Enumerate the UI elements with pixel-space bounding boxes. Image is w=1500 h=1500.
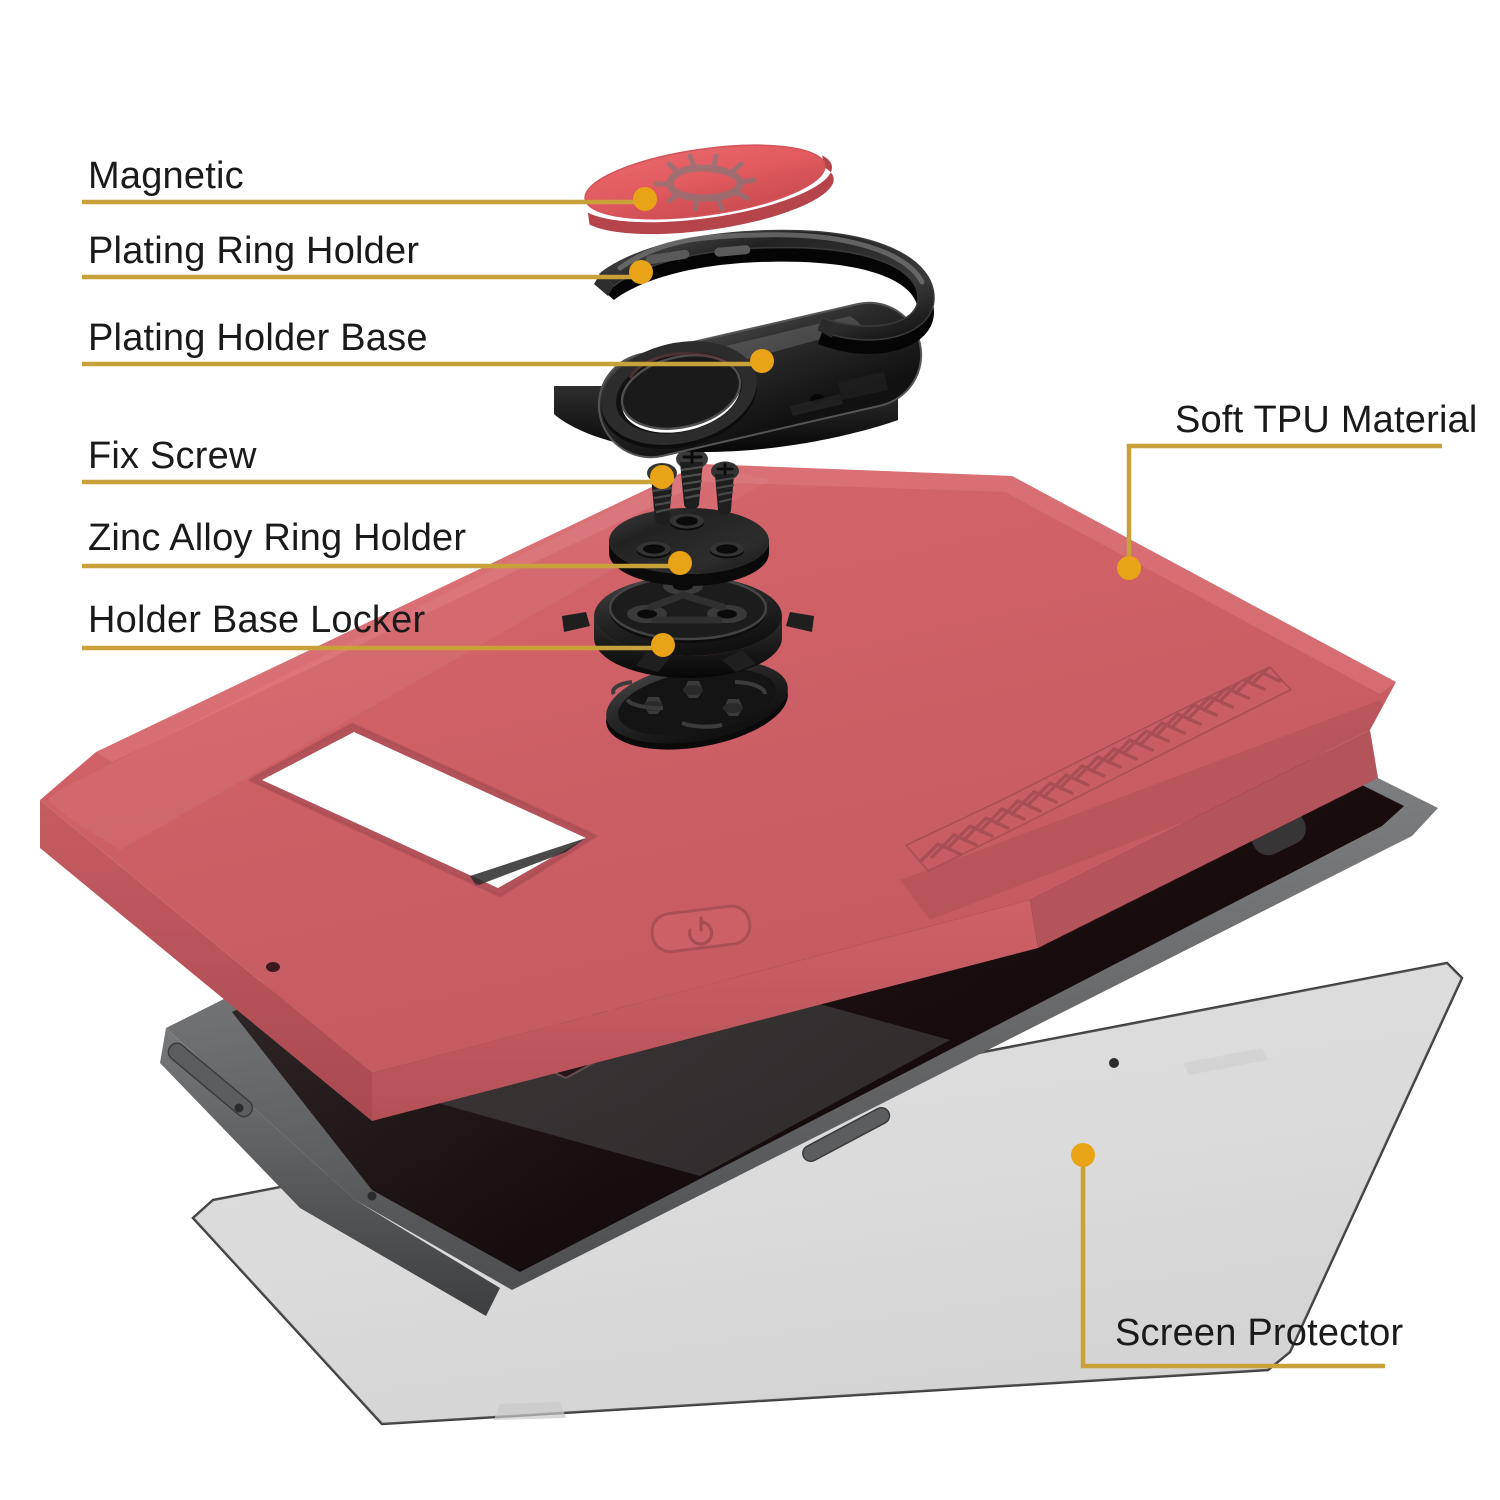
label-magnetic: Magnetic <box>88 155 244 197</box>
case-mic-hole <box>266 962 280 972</box>
phone-mic-hole-2 <box>367 1191 377 1201</box>
plating-ring-holder-part <box>594 229 935 354</box>
phone-mic-hole-3 <box>1109 1058 1119 1068</box>
dot-holder-base-locker <box>651 633 675 657</box>
zinc-alloy-ring-holder-part <box>609 508 769 586</box>
dot-zinc-alloy <box>668 551 692 575</box>
case-camera-cutout <box>248 722 598 898</box>
dot-magnetic <box>633 187 657 211</box>
dot-fix-screw <box>650 465 674 489</box>
phone-mic-hole <box>234 1103 244 1113</box>
locker-bottom-disc-part <box>606 660 788 750</box>
label-screen-protector: Screen Protector <box>1115 1312 1403 1354</box>
plating-holder-base-part <box>554 301 923 459</box>
holder-base-ring-opening <box>601 341 757 449</box>
dot-plating-holder-base <box>750 349 774 373</box>
screen-protector-part <box>191 961 1464 1426</box>
magnetic-plate-part <box>584 144 834 235</box>
phone-side-button-left <box>167 1042 254 1118</box>
leader-line-screen-protector <box>1080 1155 1385 1369</box>
label-plating-holder-base: Plating Holder Base <box>88 317 428 359</box>
tpu-case-part <box>40 464 1396 1121</box>
dot-screen-protector <box>1071 1143 1095 1167</box>
holder-base-locker-part <box>562 575 814 678</box>
label-zinc-alloy-ring-holder: Zinc Alloy Ring Holder <box>88 517 466 559</box>
zinc-holder-holes <box>637 513 744 559</box>
callout-dots <box>629 187 1141 1167</box>
label-plating-ring-holder: Plating Ring Holder <box>88 230 419 272</box>
label-fix-screw: Fix Screw <box>88 435 257 477</box>
label-holder-base-locker: Holder Base Locker <box>88 599 425 641</box>
fix-screw-3 <box>711 461 739 515</box>
ring-holder-slots <box>645 245 751 265</box>
magnetic-plate-logo <box>653 153 757 212</box>
phone-side-button-right <box>802 1107 891 1163</box>
leader-line-soft-tpu <box>1126 443 1442 568</box>
fix-screw-2 <box>676 448 708 510</box>
dot-plating-ring-holder <box>629 260 653 284</box>
label-soft-tpu-material: Soft TPU Material <box>1175 399 1478 441</box>
dot-soft-tpu <box>1117 556 1141 580</box>
case-power-button <box>650 904 752 954</box>
callout-labels: Magnetic Plating Ring Holder Plating Hol… <box>88 155 1478 1354</box>
callout-leader-lines <box>82 199 1442 1369</box>
